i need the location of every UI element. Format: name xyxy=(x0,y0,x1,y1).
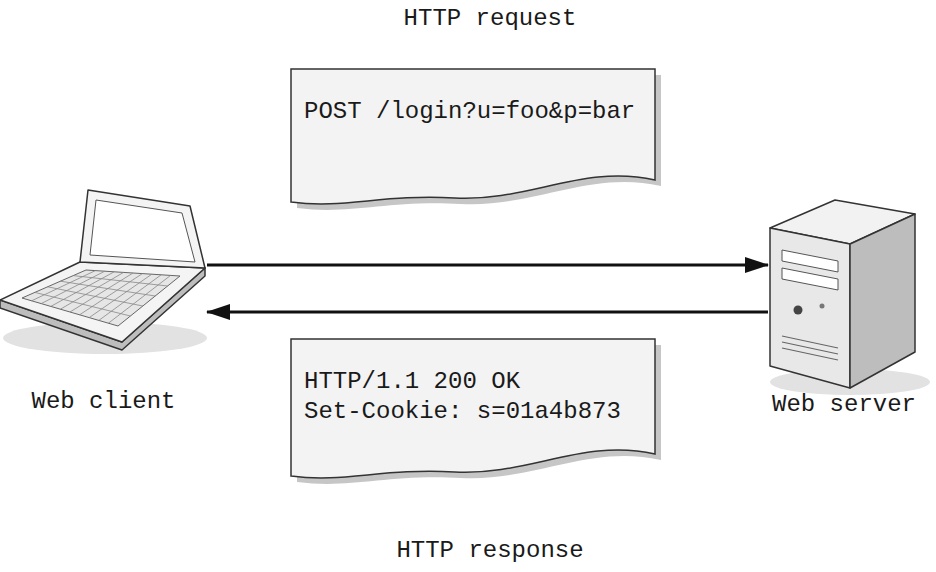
request-arrow xyxy=(207,264,768,267)
message-line: HTTP/1.1 200 OK xyxy=(304,367,654,397)
keyboard-keys xyxy=(32,271,171,324)
host-label: Web server xyxy=(768,390,920,420)
laptop-illustration xyxy=(0,190,207,354)
text-group: POST /login?u=foo&p=bar xyxy=(290,68,662,127)
server-front xyxy=(770,228,850,388)
drive-bay xyxy=(782,268,838,290)
response-document: HTTP/1.1 200 OKSet-Cookie: s=01a4b873 xyxy=(290,338,662,490)
text-group: HTTP/1.1 200 OKSet-Cookie: s=01a4b873 xyxy=(290,338,662,427)
document-shape xyxy=(291,339,655,478)
server-illustration xyxy=(770,200,930,395)
message-line: POST /login?u=foo&p=bar xyxy=(304,97,654,127)
host-label: Web client xyxy=(0,387,207,417)
laptop-lid xyxy=(80,190,205,268)
request-caption: HTTP request xyxy=(404,4,577,34)
server-device: Web server xyxy=(768,195,920,420)
message-line: Set-Cookie: s=01a4b873 xyxy=(304,397,654,427)
power-button xyxy=(794,306,803,315)
client-device: Web client xyxy=(0,185,207,417)
request-document: POST /login?u=foo&p=bar xyxy=(290,68,662,216)
laptop-keyboard xyxy=(22,270,180,326)
text-group: Web server xyxy=(768,390,920,420)
drive-bay xyxy=(782,250,838,272)
vent-slots xyxy=(782,336,838,360)
server-side xyxy=(850,214,915,388)
laptop-deck xyxy=(0,262,205,342)
text-group: Web client xyxy=(0,387,207,417)
response-caption: HTTP response xyxy=(396,536,583,566)
response-arrow xyxy=(207,311,768,314)
status-light xyxy=(820,304,825,309)
document-shape xyxy=(291,69,655,204)
laptop-screen xyxy=(90,200,195,262)
document-outline xyxy=(290,68,662,216)
